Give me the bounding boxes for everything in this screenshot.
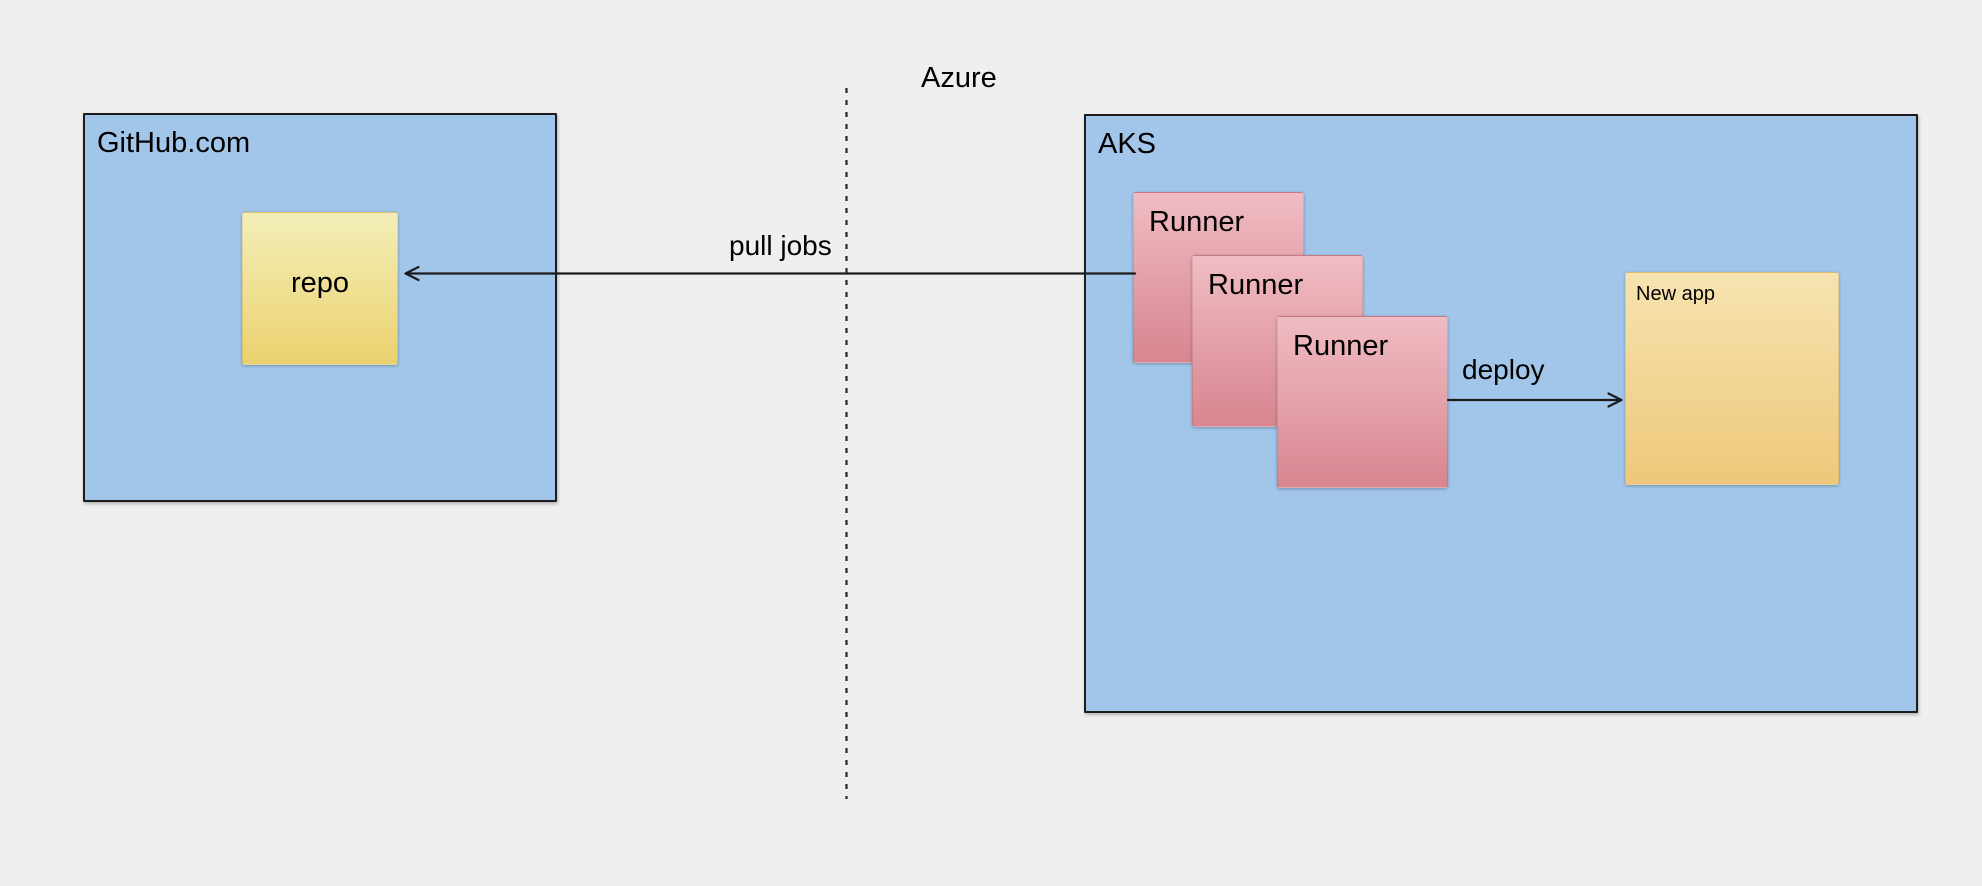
runner-node-3-label: Runner xyxy=(1293,330,1389,362)
new-app-node-label: New app xyxy=(1636,283,1715,305)
github-box: GitHub.com repo xyxy=(83,113,557,502)
runner-node-3: Runner xyxy=(1277,316,1448,488)
github-box-label: GitHub.com xyxy=(97,127,251,159)
aks-box-label: AKS xyxy=(1098,128,1157,160)
deploy-label: deploy xyxy=(1462,354,1545,385)
runner-node-2-label: Runner xyxy=(1208,269,1304,301)
aks-box: AKS Runner Runner Runner New app xyxy=(1084,114,1918,713)
repo-node-label: repo xyxy=(290,267,350,299)
azure-region-label: Azure xyxy=(921,62,997,94)
new-app-node: New app xyxy=(1625,272,1839,485)
runner-node-1-label: Runner xyxy=(1149,206,1245,238)
repo-node: repo xyxy=(242,212,398,365)
pull-jobs-label: pull jobs xyxy=(729,230,832,261)
